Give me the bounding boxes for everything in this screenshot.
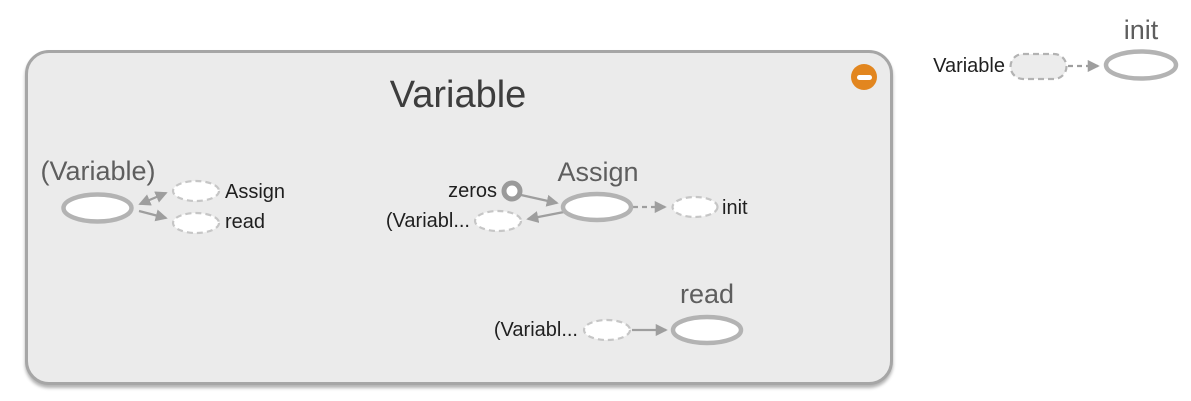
node-title-variable-op[interactable]: (Variable)	[40, 156, 156, 186]
const-node-zeros-circle[interactable]	[501, 180, 523, 202]
annotation-label-init-out[interactable]: init	[722, 197, 748, 219]
node-title-init[interactable]: init	[1123, 15, 1159, 45]
annotation-label-variable-in-read[interactable]: (Variabl...	[493, 319, 578, 341]
edge-zeros-assign	[520, 193, 559, 207]
annotation-ellipse-assign[interactable]	[171, 179, 221, 203]
annotation-ellipse-init-out[interactable]	[671, 195, 719, 219]
annotation-label-variable-ref[interactable]: Variable	[933, 55, 1005, 77]
edge-assign-variable	[526, 210, 565, 223]
node-title-assign[interactable]: Assign	[557, 157, 639, 187]
edge-variable-assign	[138, 191, 168, 206]
annotation-label-read[interactable]: read	[225, 211, 266, 233]
node-title-read[interactable]: read	[679, 279, 735, 309]
op-node-assign-ellipse[interactable]	[560, 191, 634, 223]
group-title-variable[interactable]: Variable	[389, 74, 527, 116]
edge-variable-read	[138, 209, 168, 222]
annotation-stadium-variable-ref[interactable]	[1009, 52, 1068, 81]
annotation-label-assign[interactable]: Assign	[225, 181, 286, 203]
collapse-group-button[interactable]	[851, 64, 877, 90]
namespace-group-variable[interactable]	[25, 50, 893, 385]
op-node-read-ellipse[interactable]	[670, 314, 744, 346]
annotation-ellipse-read[interactable]	[171, 211, 221, 235]
annotation-ellipse-variable-in-read[interactable]	[582, 318, 632, 342]
minus-icon	[856, 74, 872, 80]
annotation-ellipse-variable-in-assign[interactable]	[473, 209, 523, 233]
annotation-label-zeros[interactable]: zeros	[448, 180, 497, 202]
op-node-variable-ellipse[interactable]	[61, 192, 134, 224]
annotation-label-variable-in-assign[interactable]: (Variabl...	[385, 210, 470, 232]
op-node-init-ellipse[interactable]	[1103, 49, 1179, 81]
